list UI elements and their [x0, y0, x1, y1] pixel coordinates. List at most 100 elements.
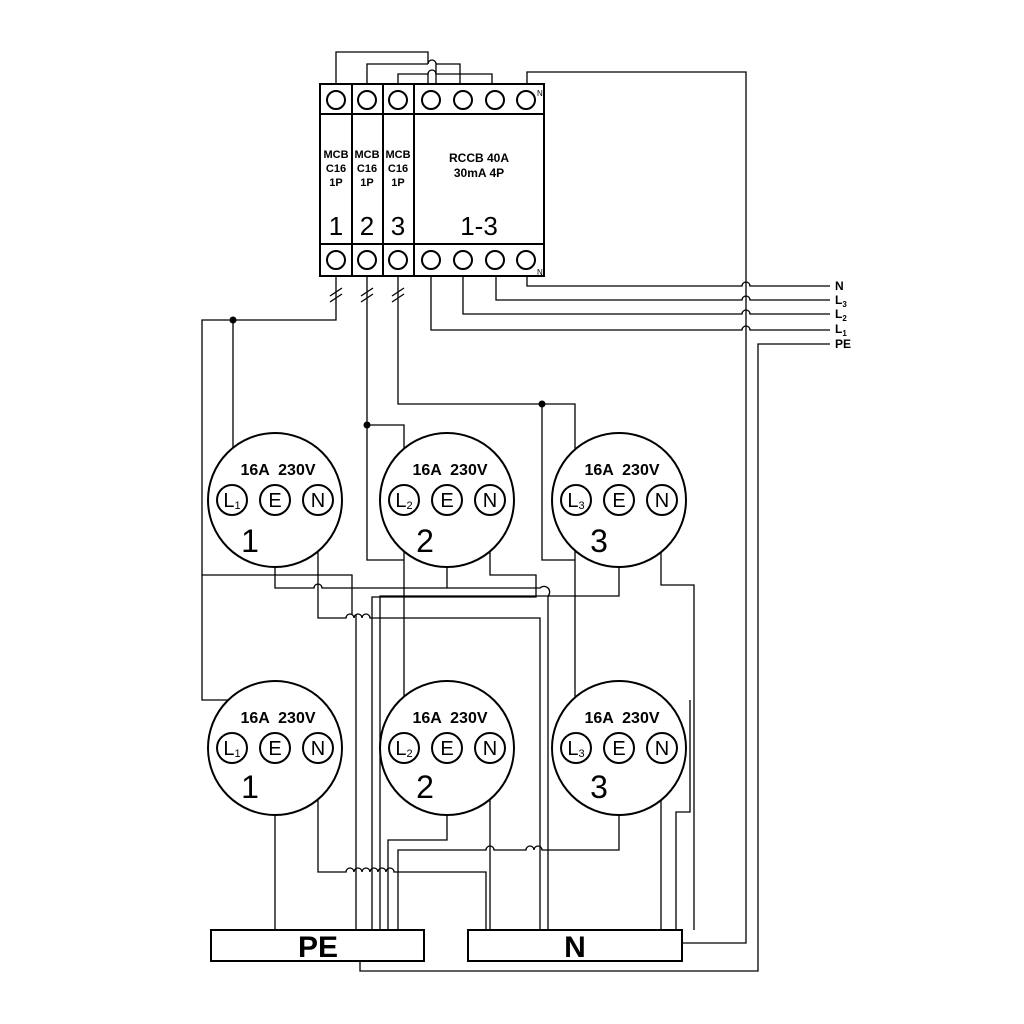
socket-number: 1	[241, 523, 259, 559]
pe-bar: PE	[210, 929, 425, 964]
mcb-label: 1P	[391, 177, 404, 189]
phase-pin-label: L3	[567, 490, 584, 512]
mcb-number: 3	[391, 211, 405, 241]
socket: 16A 230V L2 E N 2	[379, 432, 515, 568]
l2-branch-wire	[366, 425, 404, 561]
phase-pin-label: L3	[567, 738, 584, 760]
supply-l3-wire	[495, 272, 830, 301]
neutral-pin	[646, 484, 678, 516]
socket-rating: 16A 230V	[240, 462, 315, 479]
socket-number: 2	[416, 769, 434, 805]
bridge-wire	[397, 69, 493, 88]
l4-wire	[675, 700, 691, 930]
earth-pin	[603, 732, 635, 764]
socket: 16A 230V L1 E N 1	[207, 432, 343, 568]
earth-pin	[431, 484, 463, 516]
terminal	[421, 90, 441, 110]
junction-dot	[538, 400, 546, 408]
mcb-label: 1P	[360, 177, 373, 189]
supply-label-l2: L2	[835, 307, 847, 323]
earth-pin-label: E	[268, 490, 281, 512]
n-bar-label: N	[564, 931, 586, 964]
phase-pin	[216, 484, 248, 516]
terminal	[421, 250, 441, 270]
cable-mark	[329, 287, 343, 303]
earth-pin-label: E	[440, 490, 453, 512]
s4-n-wire	[317, 760, 487, 930]
neutral-pin	[302, 732, 334, 764]
neutral-pin	[646, 732, 678, 764]
bridge-wire	[335, 51, 437, 88]
rccb-label: 30mA 4P	[454, 166, 504, 180]
earth-pin	[603, 484, 635, 516]
earth-pin-label: E	[440, 738, 453, 760]
supply-label-l1: L1	[835, 322, 847, 338]
earth-pin-label: E	[268, 738, 281, 760]
socket: 16A 230V L3 E N 3	[551, 432, 687, 568]
neutral-pin	[302, 484, 334, 516]
mcb2-out-wire	[366, 272, 405, 700]
phase-pin-label: L2	[395, 738, 412, 760]
mcb-label: C16	[357, 163, 377, 175]
mcb3-out-wire	[397, 272, 576, 700]
socket-number: 3	[590, 769, 608, 805]
earth-pin-label: E	[612, 738, 625, 760]
terminal	[388, 250, 408, 270]
terminal	[453, 90, 473, 110]
supply-l1-wire	[430, 272, 830, 331]
pe-bar-body	[210, 929, 425, 962]
earth-pin	[259, 732, 291, 764]
mcb-label: MCB	[354, 149, 379, 161]
supply-label-l3: L3	[835, 293, 847, 309]
distribution-panel: N N MCB C16 1P 1 MCB C16 1P 2 MCB C16 1P…	[319, 83, 545, 277]
junction-dot	[363, 421, 371, 429]
neutral-pin-label: N	[311, 738, 325, 760]
mcb-number: 1	[329, 211, 343, 241]
terminal	[357, 90, 377, 110]
terminal	[516, 90, 536, 110]
neutral-pin-label: N	[311, 490, 325, 512]
s1-n-wire	[317, 510, 541, 930]
bridge-wire	[366, 63, 461, 88]
mcb-number: 2	[360, 211, 374, 241]
terminal	[485, 250, 505, 270]
rccb-n-mark-bottom: N	[537, 268, 543, 277]
neutral-pin-label: N	[483, 490, 497, 512]
neutral-pin	[474, 732, 506, 764]
rccb-n-wire	[526, 71, 747, 944]
panel-body	[319, 83, 545, 277]
supply-label-n: N	[835, 279, 844, 293]
mcb-label: C16	[388, 163, 408, 175]
mcb-label: MCB	[323, 149, 348, 161]
wiring	[201, 51, 830, 972]
terminal	[326, 90, 346, 110]
rccb-label: RCCB 40A	[449, 151, 509, 165]
socket-rating: 16A 230V	[584, 462, 659, 479]
neutral-pin-label: N	[483, 738, 497, 760]
phase-pin-label: L1	[223, 738, 240, 760]
neutral-pin-label: N	[655, 738, 669, 760]
socket-number: 1	[241, 769, 259, 805]
pe-bar-label: PE	[298, 931, 338, 964]
phase-pin	[216, 732, 248, 764]
socket-number: 2	[416, 523, 434, 559]
terminal	[485, 90, 505, 110]
socket-number: 3	[590, 523, 608, 559]
supply-label-pe: PE	[835, 337, 851, 351]
terminal	[516, 250, 536, 270]
phase-pin-label: L2	[395, 490, 412, 512]
mcb-label: MCB	[385, 149, 410, 161]
n-bar: N	[467, 929, 683, 964]
cable-mark	[360, 287, 374, 303]
socket: 16A 230V L3 E N 3	[551, 680, 687, 816]
rccb-n-mark-top: N	[537, 89, 543, 98]
supply-l2-wire	[462, 272, 830, 315]
neutral-pin	[474, 484, 506, 516]
junction-dot	[229, 316, 237, 324]
cable-mark	[391, 287, 405, 303]
neutral-pin-label: N	[655, 490, 669, 512]
phase-pin	[560, 484, 592, 516]
socket: 16A 230V L2 E N 2	[379, 680, 515, 816]
earth-pin-label: E	[612, 490, 625, 512]
